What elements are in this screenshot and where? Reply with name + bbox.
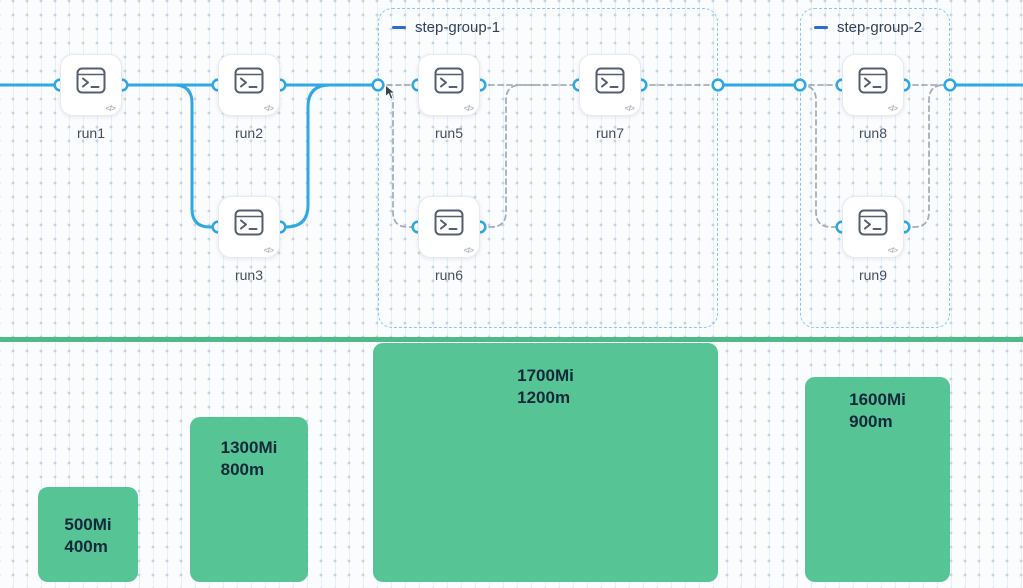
- node-label: run1: [76, 125, 106, 141]
- cpu-value: 900m: [849, 412, 893, 432]
- resource-bar-step-group-2: 1600Mi 900m: [805, 377, 950, 582]
- node-label: run7: [595, 125, 625, 141]
- memory-value: 1700Mi: [517, 366, 574, 385]
- code-icon: </>: [263, 245, 274, 255]
- memory-value: 500Mi: [64, 515, 112, 534]
- code-icon: </>: [105, 103, 116, 113]
- collapse-group-icon[interactable]: [392, 25, 406, 30]
- resource-bar-run2-run3: 1300Mi 800m: [190, 417, 308, 582]
- edge-run1-run3: [148, 83, 220, 229]
- code-icon: </>: [263, 103, 274, 113]
- cpu-value: 800m: [220, 460, 265, 480]
- cpu-value: 1200m: [517, 388, 571, 408]
- terminal-icon: [434, 209, 464, 241]
- step-group-label: step-group-1: [415, 19, 501, 36]
- mouse-cursor: [384, 83, 397, 106]
- node-label: run2: [234, 125, 264, 141]
- terminal-icon: [234, 67, 264, 99]
- collapse-group-icon[interactable]: [814, 25, 828, 30]
- code-icon: </>: [887, 103, 898, 113]
- terminal-icon: [234, 209, 264, 241]
- resource-bar-step-group-1: 1700Mi 1200m: [373, 343, 718, 582]
- step-group-label: step-group-2: [837, 19, 923, 36]
- terminal-icon: [434, 67, 464, 99]
- node-run5[interactable]: </> run5: [418, 54, 480, 141]
- edge-run3-merge: [278, 83, 346, 229]
- node-run8[interactable]: </> run8: [842, 54, 904, 141]
- step-group-2-header: step-group-2: [814, 19, 922, 36]
- code-icon: </>: [463, 245, 474, 255]
- node-run1[interactable]: </> run1: [60, 54, 122, 141]
- code-icon: </>: [463, 103, 474, 113]
- terminal-icon: [595, 67, 625, 99]
- node-label: run6: [434, 267, 464, 283]
- node-run3[interactable]: </> run3: [218, 196, 280, 283]
- terminal-icon: [76, 67, 106, 99]
- memory-value: 1600Mi: [849, 390, 906, 409]
- node-label: run5: [434, 125, 464, 141]
- node-run7[interactable]: </> run7: [579, 54, 641, 141]
- node-label: run8: [858, 125, 888, 141]
- terminal-icon: [858, 209, 888, 241]
- resource-bar-label: 1600Mi 900m: [849, 389, 906, 433]
- memory-value: 1300Mi: [220, 438, 278, 457]
- resource-bar-label: 500Mi 400m: [64, 514, 111, 558]
- node-run2[interactable]: </> run2: [218, 54, 280, 141]
- code-icon: </>: [624, 103, 635, 113]
- resource-bar-label: 1700Mi 1200m: [517, 365, 574, 409]
- resource-divider-line: [0, 337, 1023, 342]
- cpu-value: 400m: [64, 537, 108, 557]
- code-icon: </>: [887, 245, 898, 255]
- resource-bar-run1: 500Mi 400m: [38, 487, 138, 582]
- terminal-icon: [858, 67, 888, 99]
- node-run9[interactable]: </> run9: [842, 196, 904, 283]
- step-group-1-header: step-group-1: [392, 19, 500, 36]
- resource-bar-label: 1300Mi 800m: [221, 437, 278, 481]
- node-label: run3: [234, 267, 264, 283]
- node-label: run9: [858, 267, 888, 283]
- node-run6[interactable]: </> run6: [418, 196, 480, 283]
